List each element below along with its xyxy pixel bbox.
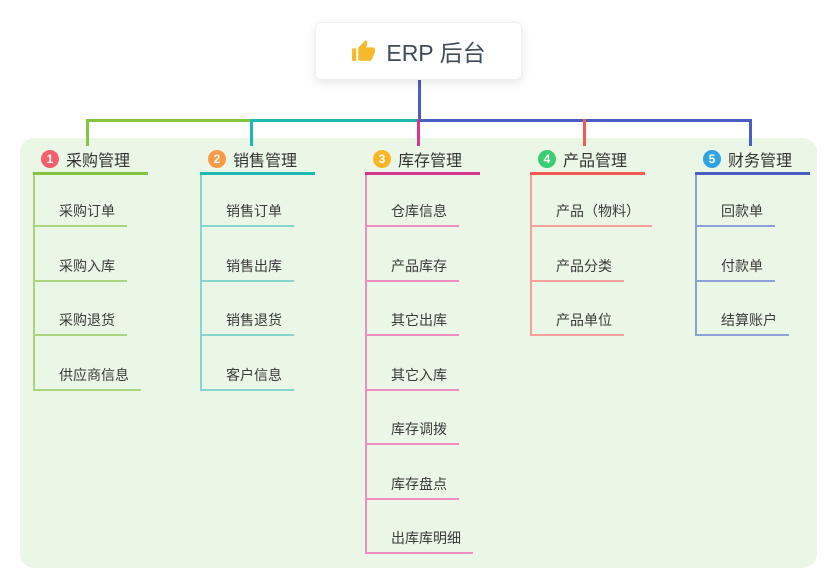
branch-label: 销售管理 (233, 152, 298, 170)
branch-children: 回款单 付款单 结算账户 (695, 175, 810, 336)
branch-children: 仓库信息 产品库存 其它出库 其它入库 库存调拨 库存盘点 出库库明细 (365, 175, 480, 554)
branch-finance: 5 财务管理 回款单 付款单 结算账户 (695, 145, 810, 336)
node-product-stock[interactable]: 产品库存 (367, 259, 459, 282)
node-warehouse-info[interactable]: 仓库信息 (367, 204, 459, 227)
root-node[interactable]: ERP 后台 (315, 22, 522, 80)
branch-product: 4 产品管理 产品（物料） 产品分类 产品单位 (530, 145, 652, 336)
branch-children: 产品（物料） 产品分类 产品单位 (530, 175, 652, 336)
branch-inventory: 3 库存管理 仓库信息 产品库存 其它出库 其它入库 库存调拨 库存盘点 出库库… (365, 145, 480, 554)
node-stock-transfer[interactable]: 库存调拨 (367, 422, 459, 445)
node-row: 其它入库 (367, 336, 480, 391)
node-other-outbound[interactable]: 其它出库 (367, 313, 459, 336)
node-other-inbound[interactable]: 其它入库 (367, 368, 459, 391)
root-title: ERP 后台 (386, 40, 486, 66)
node-customer-info[interactable]: 客户信息 (202, 368, 294, 391)
thumbs-up-icon (352, 39, 376, 61)
node-receipt-bill[interactable]: 回款单 (697, 204, 775, 227)
node-row: 采购入库 (35, 227, 148, 282)
drop-line-branch4 (583, 119, 586, 146)
priority-badge-5: 5 (703, 149, 721, 168)
node-product-material[interactable]: 产品（物料） (532, 204, 652, 227)
node-row: 其它出库 (367, 282, 480, 336)
node-row: 产品库存 (367, 227, 480, 282)
branch-header-product[interactable]: 4 产品管理 (530, 145, 645, 175)
node-sales-return[interactable]: 销售退货 (202, 313, 294, 336)
node-row: 结算账户 (697, 282, 810, 336)
node-row: 回款单 (697, 175, 810, 227)
node-purchase-inbound[interactable]: 采购入库 (35, 259, 127, 282)
node-settlement-account[interactable]: 结算账户 (697, 313, 789, 336)
node-row: 销售退货 (202, 282, 315, 336)
branch-sales: 2 销售管理 销售订单 销售出库 销售退货 客户信息 (200, 145, 315, 391)
connector-segment-branch2 (252, 119, 419, 122)
priority-badge-1: 1 (41, 149, 59, 168)
branch-purchase: 1 采购管理 采购订单 采购入库 采购退货 供应商信息 (33, 145, 148, 391)
branch-label: 库存管理 (398, 152, 463, 170)
node-row: 出库库明细 (367, 500, 480, 554)
node-row: 产品（物料） (532, 175, 652, 227)
node-row: 销售出库 (202, 227, 315, 282)
node-supplier-info[interactable]: 供应商信息 (35, 368, 141, 391)
node-row: 采购退货 (35, 282, 148, 336)
branch-label: 采购管理 (66, 152, 131, 170)
branch-label: 财务管理 (728, 152, 793, 170)
drop-line-branch5 (749, 119, 752, 146)
node-row: 库存调拨 (367, 391, 480, 445)
node-row: 供应商信息 (35, 336, 148, 391)
branch-header-finance[interactable]: 5 财务管理 (695, 145, 810, 175)
branch-header-sales[interactable]: 2 销售管理 (200, 145, 315, 175)
node-sales-outbound[interactable]: 销售出库 (202, 259, 294, 282)
branch-children: 采购订单 采购入库 采购退货 供应商信息 (33, 175, 148, 391)
node-row: 客户信息 (202, 336, 315, 391)
drop-line-branch1 (86, 119, 89, 146)
node-product-unit[interactable]: 产品单位 (532, 313, 624, 336)
branch-children: 销售订单 销售出库 销售退货 客户信息 (200, 175, 315, 391)
node-purchase-order[interactable]: 采购订单 (35, 204, 127, 227)
node-row: 产品单位 (532, 282, 652, 336)
branch-header-inventory[interactable]: 3 库存管理 (365, 145, 480, 175)
node-stock-taking[interactable]: 库存盘点 (367, 477, 459, 500)
drop-line-branch3 (417, 119, 420, 146)
branch-header-purchase[interactable]: 1 采购管理 (33, 145, 148, 175)
priority-badge-2: 2 (208, 149, 226, 168)
drop-line-branch2 (250, 119, 253, 146)
node-row: 产品分类 (532, 227, 652, 282)
branch-label: 产品管理 (563, 152, 628, 170)
priority-badge-4: 4 (538, 149, 556, 168)
node-payment-bill[interactable]: 付款单 (697, 259, 775, 282)
connector-segment-branch1 (86, 119, 252, 122)
node-row: 库存盘点 (367, 445, 480, 500)
node-sales-order[interactable]: 销售订单 (202, 204, 294, 227)
node-row: 仓库信息 (367, 175, 480, 227)
node-row: 采购订单 (35, 175, 148, 227)
priority-badge-3: 3 (373, 149, 391, 168)
node-row: 付款单 (697, 227, 810, 282)
node-product-category[interactable]: 产品分类 (532, 259, 624, 282)
canvas-panel (20, 138, 817, 568)
node-row: 销售订单 (202, 175, 315, 227)
root-connector-line (418, 80, 421, 119)
node-purchase-return[interactable]: 采购退货 (35, 313, 127, 336)
node-outbound-detail[interactable]: 出库库明细 (367, 531, 473, 554)
